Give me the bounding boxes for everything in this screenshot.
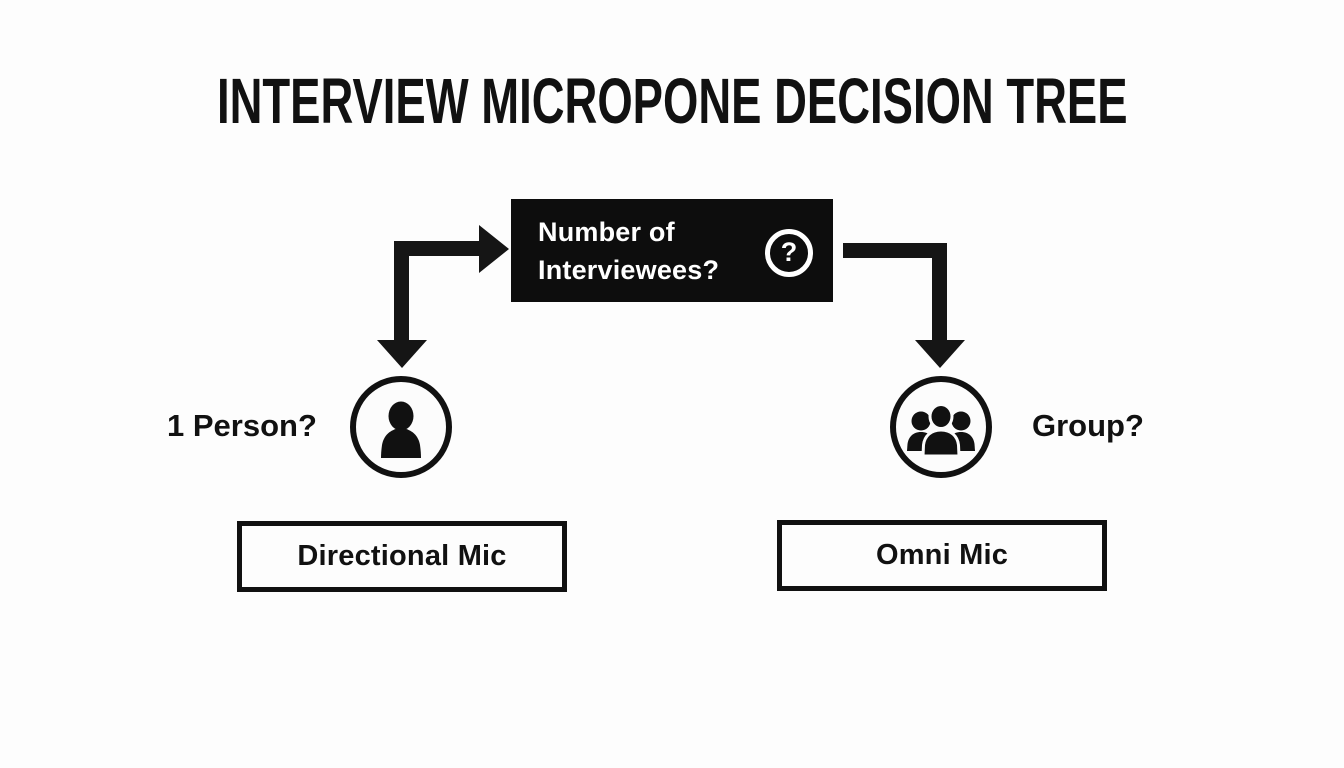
arrow-segment-vertical — [932, 243, 947, 341]
group-people-icon — [907, 403, 975, 458]
root-node-number-of-interviewees: Number of Interviewees? ? — [511, 199, 833, 302]
title-row: INTERVIEW MICROPONE DECISION TREE — [0, 64, 1344, 138]
result-label: Directional Mic — [297, 540, 507, 572]
result-label: Omni Mic — [875, 539, 1009, 571]
root-node-label-line2: Interviewees? — [538, 254, 720, 285]
result-box-directional-mic: Directional Mic — [237, 521, 567, 592]
root-node-label-line1: Number of — [538, 216, 675, 247]
question-mark-glyph: ? — [780, 236, 798, 267]
arrow-segment-horizontal — [394, 241, 479, 256]
single-person-circle — [350, 376, 452, 478]
result-box-omni-mic: Omni Mic — [777, 520, 1107, 591]
group-circle — [890, 376, 992, 478]
arrow-segment-vertical — [394, 241, 409, 341]
arrow-head-right-icon — [479, 225, 509, 273]
arrow-segment-horizontal — [843, 243, 947, 258]
question-mark-circle-icon: ? — [765, 229, 813, 277]
right-branch-label: Group? — [1032, 408, 1144, 443]
arrow-head-down-icon — [377, 340, 427, 368]
single-person-icon — [381, 401, 421, 458]
diagram-title: INTERVIEW MICROPONE DECISION TREE — [216, 65, 1128, 137]
left-branch-label: 1 Person? — [167, 408, 317, 443]
arrow-head-down-icon — [915, 340, 965, 368]
